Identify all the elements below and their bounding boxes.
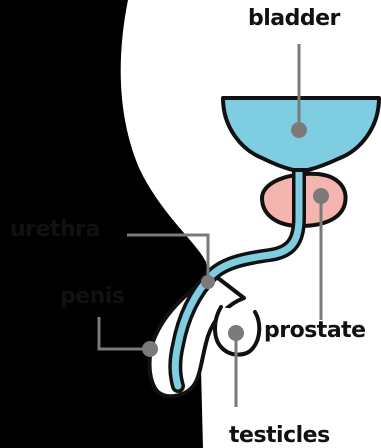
prostate-pointer-dot (313, 188, 329, 204)
prostate-label: prostate (264, 320, 366, 342)
penis-pointer-dot (142, 341, 158, 357)
bladder-label: bladder (248, 8, 340, 30)
testicles-pointer-dot (228, 325, 244, 341)
bladder-pointer-dot (291, 122, 307, 138)
urethra-pointer-dot (201, 275, 215, 289)
testicles-label: testicles (229, 425, 330, 447)
penis-label: penis (60, 286, 124, 308)
urethra-label: urethra (10, 219, 100, 241)
